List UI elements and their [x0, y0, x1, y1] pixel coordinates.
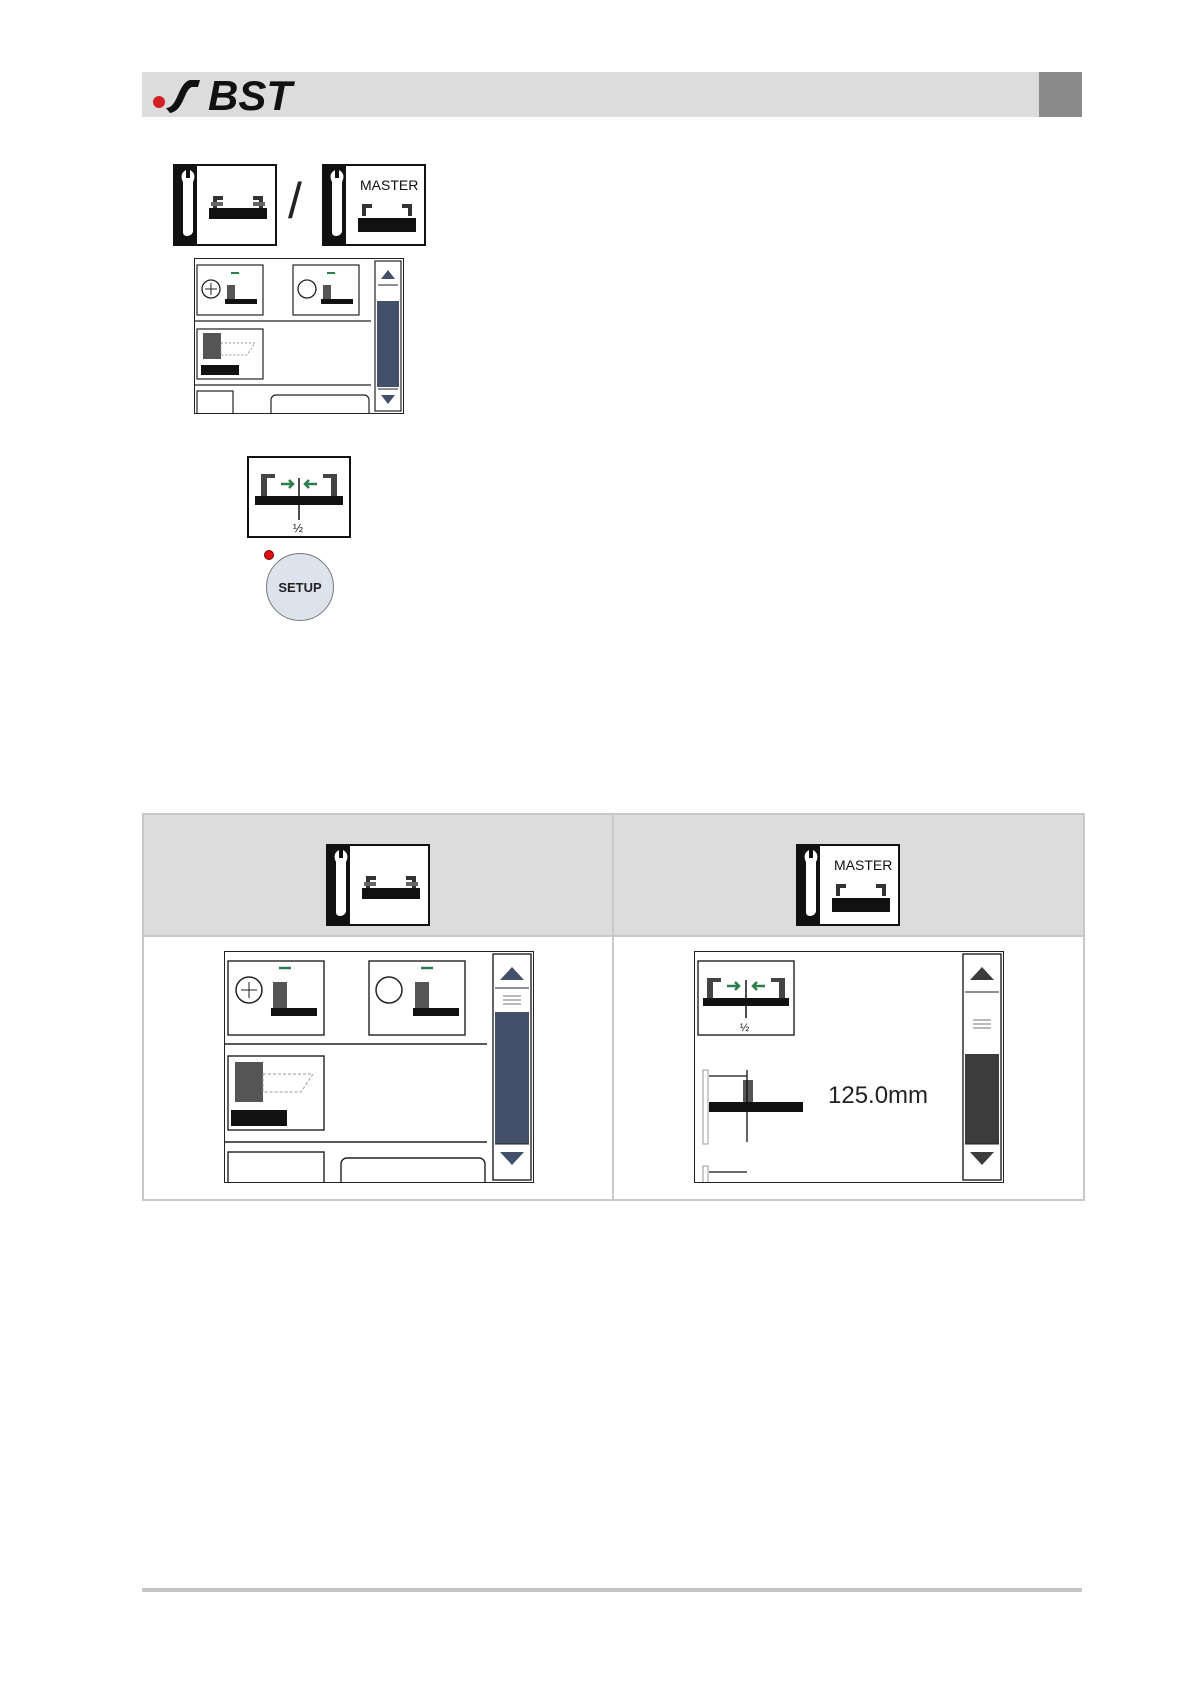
wrench-guide-icon [173, 164, 277, 246]
table-wrench-master-guide-icon: MASTER [796, 844, 900, 926]
master-label: MASTER [360, 177, 418, 193]
setup-button[interactable]: SETUP [266, 553, 334, 621]
bst-logo: BST [148, 75, 338, 115]
wrench-master-guide-icon: MASTER [322, 164, 426, 246]
table-wrench-guide-icon [326, 844, 430, 926]
table-column-divider [612, 815, 614, 1199]
right-fraction-label: ½ [740, 1022, 749, 1034]
logo-text: BST [208, 75, 295, 115]
table-row-divider [144, 935, 1083, 937]
footer-rule [142, 1588, 1082, 1592]
fraction-label: ½ [293, 521, 303, 535]
header-corner-block [1039, 72, 1082, 117]
center-guide-icon: ½ [247, 456, 351, 538]
separator-slash: / [288, 172, 302, 230]
setup-led [264, 550, 274, 560]
left-menu-screen [224, 951, 534, 1183]
small-menu-screen [194, 258, 404, 414]
setup-button-label: SETUP [278, 580, 321, 595]
table-master-label: MASTER [834, 857, 892, 873]
right-menu-screen: ½ [694, 951, 1004, 1183]
measurement-value: 125.0mm [828, 1082, 928, 1110]
